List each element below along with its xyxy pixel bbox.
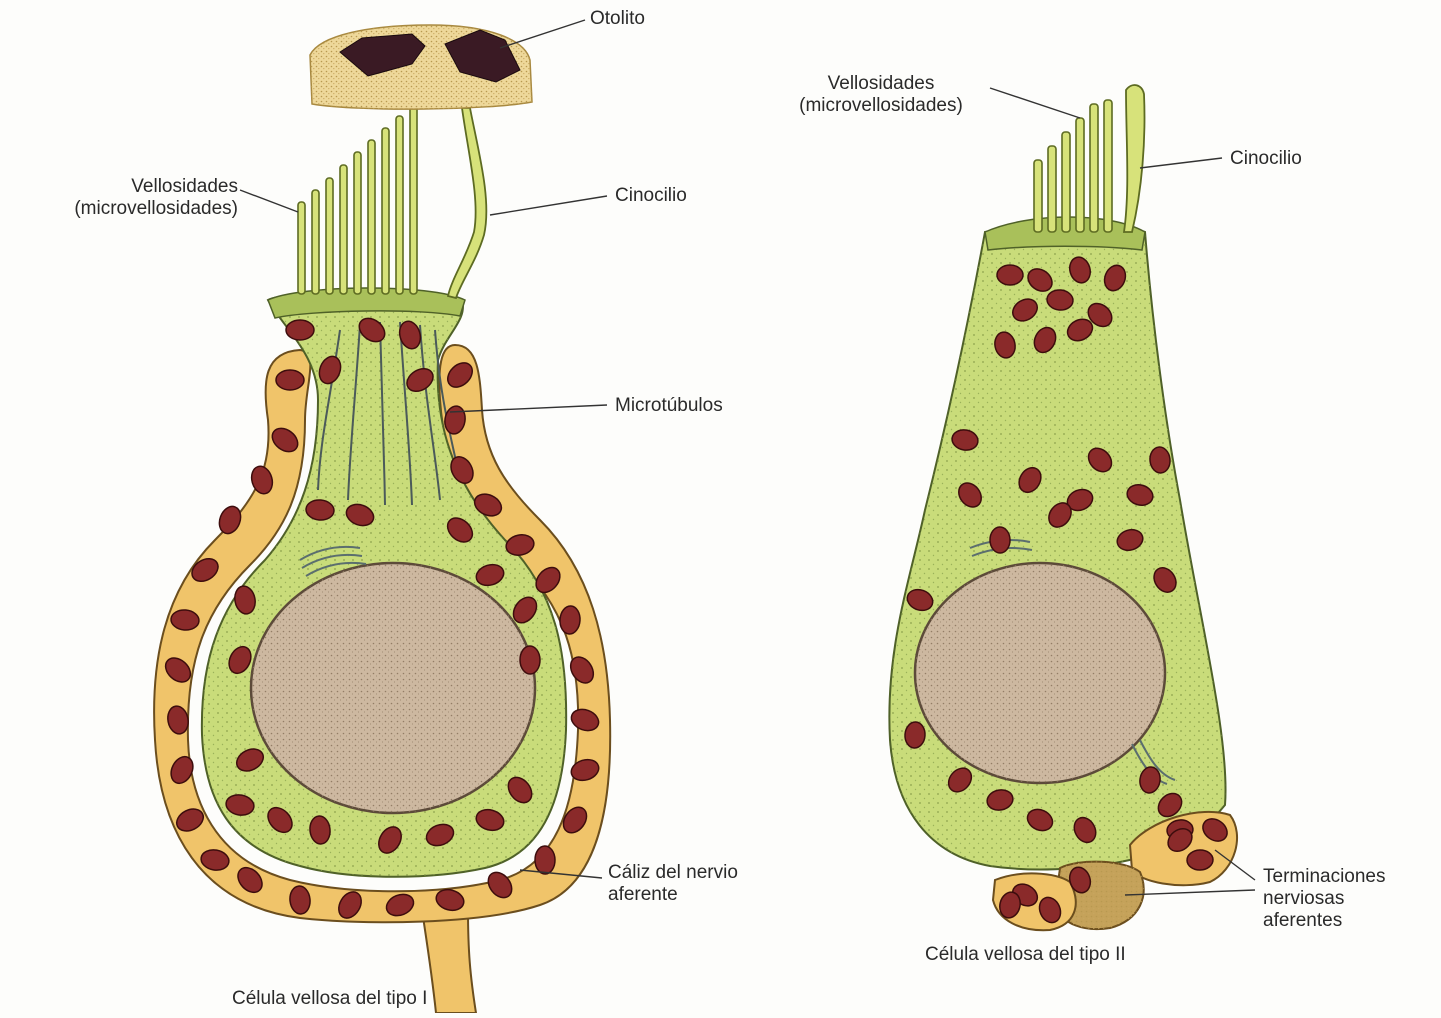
label-caliz-line1: Cáliz del nervio xyxy=(608,862,738,884)
type2-stereocilia xyxy=(1034,100,1112,232)
label-otolito: Otolito xyxy=(590,8,645,30)
label-microtubulos: Microtúbulos xyxy=(615,395,723,417)
mitochondrion xyxy=(990,527,1010,553)
label-microvellosidades-text: (microvellosidades) xyxy=(28,198,238,220)
label-vellosidades-type1: Vellosidades (microvellosidades) xyxy=(28,176,238,220)
type2-kinocilium xyxy=(1124,85,1145,232)
label-caliz: Cáliz del nervio aferente xyxy=(608,862,738,906)
mitochondrion xyxy=(1187,850,1214,871)
mitochondrion xyxy=(520,646,540,674)
mitochondrion xyxy=(997,265,1023,285)
label-caliz-line2: aferente xyxy=(608,884,738,906)
label-vellosidades-text: Vellosidades xyxy=(28,176,238,198)
mitochondrion xyxy=(276,370,304,390)
label-terminaciones: Terminaciones nerviosas aferentes xyxy=(1263,866,1386,932)
type1-hair-cell xyxy=(154,288,610,1013)
label-vellosidades-text: Vellosidades xyxy=(770,73,992,95)
mitochondrion xyxy=(286,320,314,340)
type1-kinocilium xyxy=(448,108,486,298)
caption-type1: Célula vellosa del tipo I xyxy=(232,988,427,1010)
label-microvellosidades-text: (microvellosidades) xyxy=(770,95,992,117)
type1-nerve-fiber xyxy=(422,910,476,1013)
label-cinocilio-type2: Cinocilio xyxy=(1230,148,1302,170)
mitochondrion xyxy=(535,846,555,874)
label-vellosidades-type2: Vellosidades (microvellosidades) xyxy=(770,73,992,117)
label-terminaciones-line1: Terminaciones xyxy=(1263,866,1386,888)
label-terminaciones-line3: aferentes xyxy=(1263,910,1386,932)
label-terminaciones-line2: nerviosas xyxy=(1263,888,1386,910)
otolith xyxy=(310,25,532,109)
label-cinocilio-type1: Cinocilio xyxy=(615,185,687,207)
caption-type2: Célula vellosa del tipo II xyxy=(925,944,1126,966)
type1-stereocilia xyxy=(298,104,417,294)
